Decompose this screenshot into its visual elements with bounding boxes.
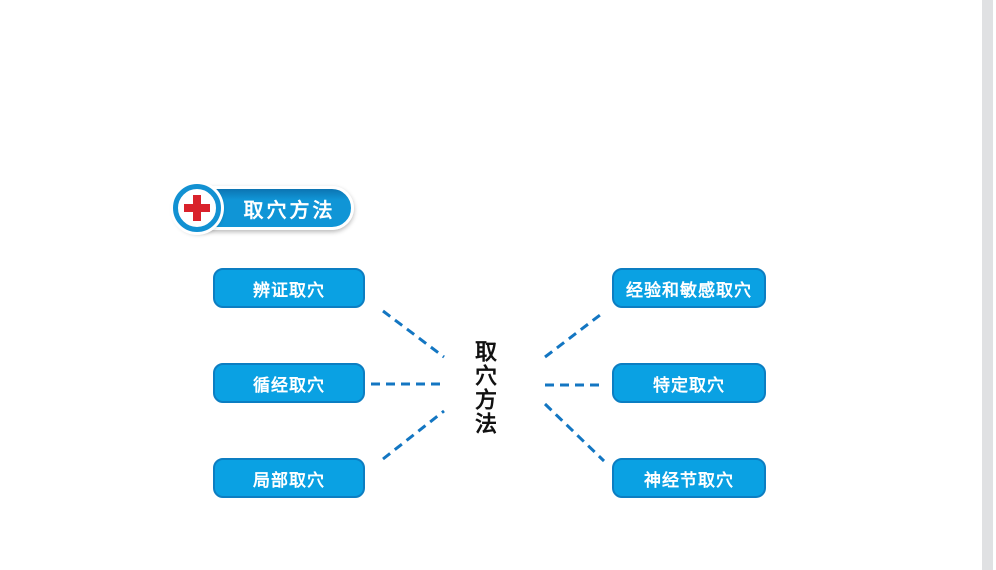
connector-line (382, 309, 445, 359)
node-bianzheng-quxue: 辨证取穴 (213, 268, 365, 308)
connector-line (544, 310, 605, 359)
center-topic-label: 取穴方法 (472, 340, 497, 436)
medical-cross-icon (184, 195, 210, 221)
node-shenjingjie-quxue: 神经节取穴 (612, 458, 766, 498)
node-xunjing-quxue: 循经取穴 (213, 363, 365, 403)
section-title: 取穴方法 (243, 199, 336, 222)
node-jubu-quxue: 局部取穴 (213, 458, 365, 498)
connector-line (382, 409, 445, 461)
connector-line (543, 402, 606, 463)
badge-circle (173, 184, 221, 232)
node-teding-quxue: 特定取穴 (612, 363, 766, 403)
page-edge-strip (982, 0, 993, 570)
node-jingyan-mingan-quxue: 经验和敏感取穴 (612, 268, 766, 308)
